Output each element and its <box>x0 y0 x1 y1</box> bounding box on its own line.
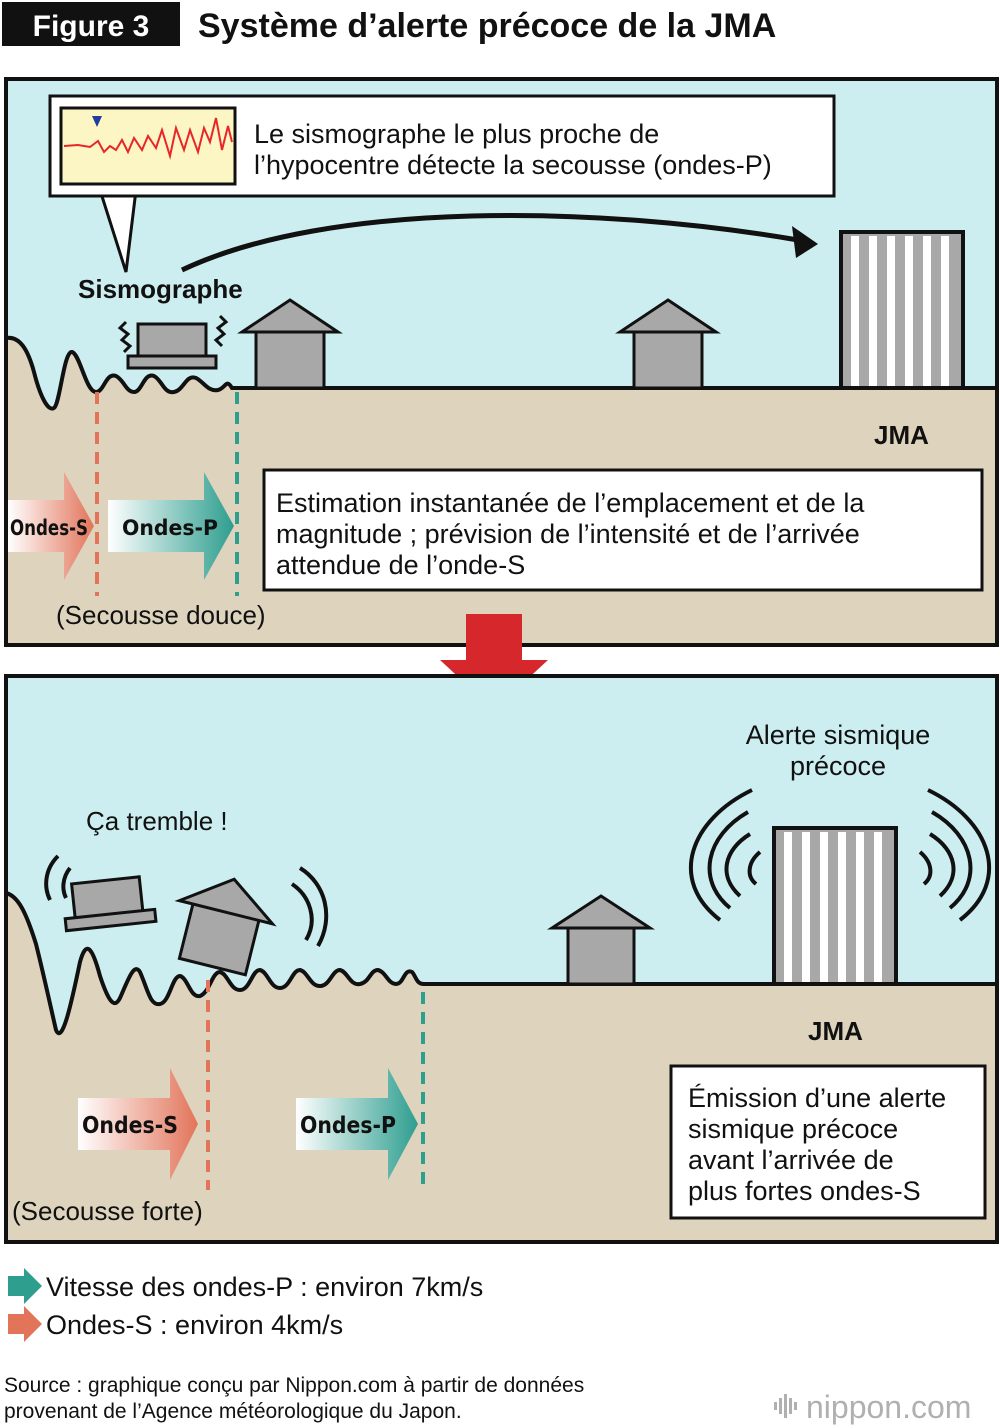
house-icon <box>615 298 721 390</box>
estimation-line3: attendue de l’onde-S <box>276 550 525 580</box>
alert-label-line2: précoce <box>790 751 886 781</box>
s-wave-legend-icon <box>8 1306 42 1342</box>
emission-line4: plus fortes ondes-S <box>688 1176 921 1206</box>
panel-bottom: Alerte sismique précoce JMA <box>4 674 999 1244</box>
emission-box <box>669 1064 987 1220</box>
p-wave-legend-icon <box>8 1268 42 1304</box>
jma-label-top: JMA <box>874 420 929 450</box>
estimation-line1: Estimation instantanée de l’emplacement … <box>276 488 865 518</box>
house-icon <box>237 298 343 390</box>
data-transfer-arrowhead <box>792 226 818 258</box>
seismograph-icon <box>117 314 229 370</box>
p-wave-label-bottom: Ondes-P <box>300 1113 396 1139</box>
shake-lines-icon <box>290 866 329 947</box>
source-line1: Source : graphique conçu par Nippon.com … <box>4 1374 584 1397</box>
data-transfer-arrow <box>180 213 799 273</box>
alert-label-line1: Alerte sismique <box>746 720 931 750</box>
shake-note-top: (Secousse douce) <box>56 600 266 630</box>
jma-label-bottom: JMA <box>808 1016 863 1046</box>
s-wave-arrow: Ondes-S <box>78 1068 198 1180</box>
vibration-right-icon <box>213 314 229 348</box>
seismograph-label: Sismographe <box>78 274 243 304</box>
transition-arrow-icon <box>440 614 548 710</box>
jma-building-icon <box>772 826 898 986</box>
s-wave-label-bottom: Ondes-S <box>82 1113 178 1139</box>
jma-building-icon <box>839 230 965 390</box>
source-line2: provenant de l’Agence météorologique du … <box>4 1400 462 1423</box>
shaking-label: Ça tremble ! <box>86 806 228 836</box>
broadcast-waves-icon <box>688 788 992 922</box>
estimation-box <box>262 468 984 592</box>
tilted-seismograph-icon <box>63 875 158 933</box>
emission-line3: avant l’arrivée de <box>688 1145 894 1175</box>
emission-line2: sismique précoce <box>688 1114 898 1144</box>
legend: Vitesse des ondes-P : environ 7km/s Onde… <box>8 1268 483 1342</box>
nippon-logo-text: nippon.com <box>806 1389 971 1425</box>
p-wave-marker-icon <box>92 116 102 127</box>
seismogram-trace <box>63 117 233 160</box>
vibration-left-icon <box>117 320 133 354</box>
s-wave-label-top: Ondes-S <box>10 516 88 540</box>
estimation-line2: magnitude ; prévision de l’intensité et … <box>276 519 860 549</box>
callout-text-line2: l’hypocentre détecte la secousse (ondes-… <box>254 150 772 180</box>
callout-text-line1: Le sismographe le plus proche de <box>254 119 659 149</box>
p-wave-arrow: Ondes-P <box>108 472 234 580</box>
panel-top: Le sismographe le plus proche de l’hypoc… <box>3 77 999 647</box>
nippon-logo-icon <box>774 1394 797 1418</box>
emission-line1: Émission d’une alerte <box>688 1083 946 1113</box>
house-icon <box>546 894 656 986</box>
figure-badge <box>2 2 180 46</box>
tilted-house-icon <box>174 877 277 977</box>
legend-s-speed: Ondes-S : environ 4km/s <box>46 1310 343 1340</box>
panel-bottom-border <box>4 674 999 1244</box>
legend-p-speed: Vitesse des ondes-P : environ 7km/s <box>46 1272 483 1302</box>
p-wave-arrow: Ondes-P <box>296 1068 418 1180</box>
figure-title: Système d’alerte précoce de la JMA <box>198 7 776 45</box>
figure-badge-label: Figure 3 <box>33 10 150 43</box>
shake-note-bottom: (Secousse forte) <box>12 1196 203 1226</box>
shake-lines-icon <box>44 854 72 901</box>
s-wave-arrow: Ondes-S <box>8 472 94 580</box>
p-wave-label-top: Ondes-P <box>122 516 218 540</box>
seismograph-callout: Le sismographe le plus proche de l’hypoc… <box>48 94 836 273</box>
